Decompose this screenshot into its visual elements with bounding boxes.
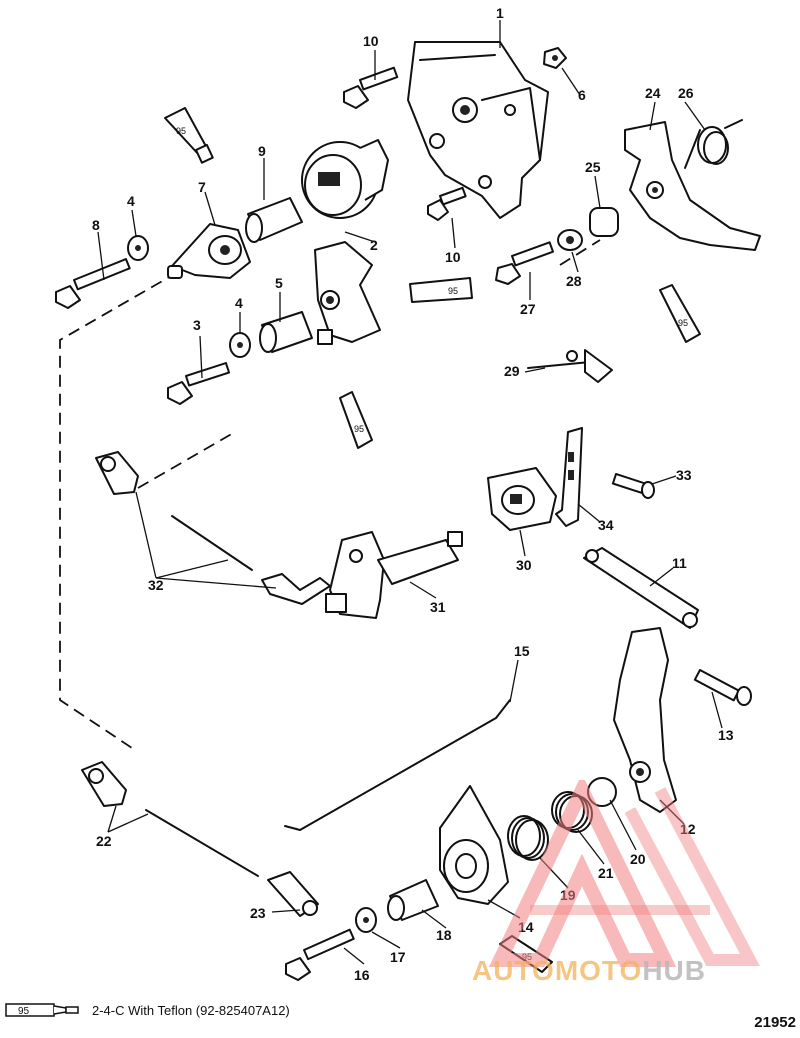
strip-part-34: [555, 427, 583, 527]
link-rod-part-32: [95, 451, 331, 605]
callout-4: 4: [127, 193, 135, 209]
callout-13: 13: [718, 727, 734, 743]
callout-10: 10: [445, 249, 461, 265]
watermark-text: AUTOMOTOHUB: [472, 955, 706, 987]
grease-tube-95-left-lower: 95: [339, 391, 373, 449]
tube-label: 95: [354, 424, 364, 434]
bolt-part-16: [285, 928, 355, 981]
grease-tube-95-top-left: 95: [164, 107, 214, 164]
watermark-text-primary: AUTOMOTO: [472, 955, 643, 986]
callout-10: 10: [363, 33, 379, 49]
screw-part-10-upper: [343, 66, 399, 109]
bolt-part-3: [167, 362, 231, 405]
callout-32: 32: [148, 577, 164, 593]
bolt-part-27: [495, 241, 555, 285]
end-fitting-part-23: [267, 871, 319, 917]
callout-17: 17: [390, 949, 406, 965]
grease-tube-icon: 95: [5, 1003, 79, 1017]
callout-7: 7: [198, 179, 206, 195]
callout-6: 6: [578, 87, 586, 103]
legend-tube-label: 95: [18, 1006, 30, 1017]
callout-5: 5: [275, 275, 283, 291]
callout-12: 12: [680, 821, 696, 837]
link-rod-part-22: [81, 761, 259, 877]
tube-label: 95: [176, 126, 186, 136]
callout-27: 27: [520, 301, 536, 317]
bolt-part-8: [55, 258, 131, 309]
callout-33: 33: [676, 467, 692, 483]
rod-part-15: [284, 699, 511, 831]
callout-26: 26: [678, 85, 694, 101]
grease-tube-95-middle: 95: [409, 277, 473, 303]
spring-part-26: [684, 119, 743, 169]
screw-part-10-lower: [427, 186, 467, 221]
callout-30: 30: [516, 557, 532, 573]
callout-3: 3: [193, 317, 201, 333]
tube-label: 95: [448, 286, 458, 296]
figure-number: 21952: [754, 1014, 796, 1031]
callout-28: 28: [566, 273, 582, 289]
link-bar-part-11: [583, 547, 699, 629]
bearing-part-30: [487, 467, 557, 531]
bushing-part-25: [589, 207, 619, 237]
tube-label: 95: [678, 318, 688, 328]
legend: 95 2-4-C With Teflon (92-825407A12): [4, 998, 290, 1022]
callout-24: 24: [645, 85, 661, 101]
callout-labels: 1 2 3 4 4 5 6 7 8 9 10 10 11 12 13 14 15…: [92, 5, 734, 983]
lever-part-24: [624, 121, 761, 251]
callout-34: 34: [598, 517, 614, 533]
cam-part-2: [301, 139, 389, 219]
callout-25: 25: [585, 159, 601, 175]
callout-16: 16: [354, 967, 370, 983]
callout-23: 23: [250, 905, 266, 921]
actuator-part-31: [325, 531, 463, 619]
screw-part-13: [693, 668, 752, 706]
callout-8: 8: [92, 217, 100, 233]
legend-text: 2-4-C With Teflon (92-825407A12): [92, 1002, 290, 1018]
screw-part-33: [611, 473, 655, 499]
callout-11: 11: [672, 555, 687, 571]
arm-part-12: [613, 627, 677, 813]
callout-21: 21: [598, 865, 614, 881]
grease-tube-95-right: 95: [659, 284, 701, 343]
leader-lines: [97, 20, 723, 965]
callout-20: 20: [630, 851, 646, 867]
callout-2: 2: [370, 237, 378, 253]
callout-31: 31: [430, 599, 446, 615]
watermark-text-secondary: HUB: [642, 955, 706, 986]
callout-29: 29: [504, 363, 520, 379]
link-part-7: [167, 223, 251, 279]
cam-housing-part-14: [439, 785, 509, 905]
callout-15: 15: [514, 643, 530, 659]
callout-4: 4: [235, 295, 243, 311]
watermark-logo: [488, 780, 760, 967]
callout-9: 9: [258, 143, 266, 159]
spring-part-19: [507, 815, 549, 861]
callout-18: 18: [436, 927, 452, 943]
bracket-plate-part-1: [407, 41, 549, 219]
linkage-dash-line: [59, 271, 179, 751]
throttle-arm-part-2: [314, 241, 381, 345]
callout-1: 1: [496, 5, 504, 21]
callout-22: 22: [96, 833, 112, 849]
pin-part-29: [527, 349, 613, 383]
